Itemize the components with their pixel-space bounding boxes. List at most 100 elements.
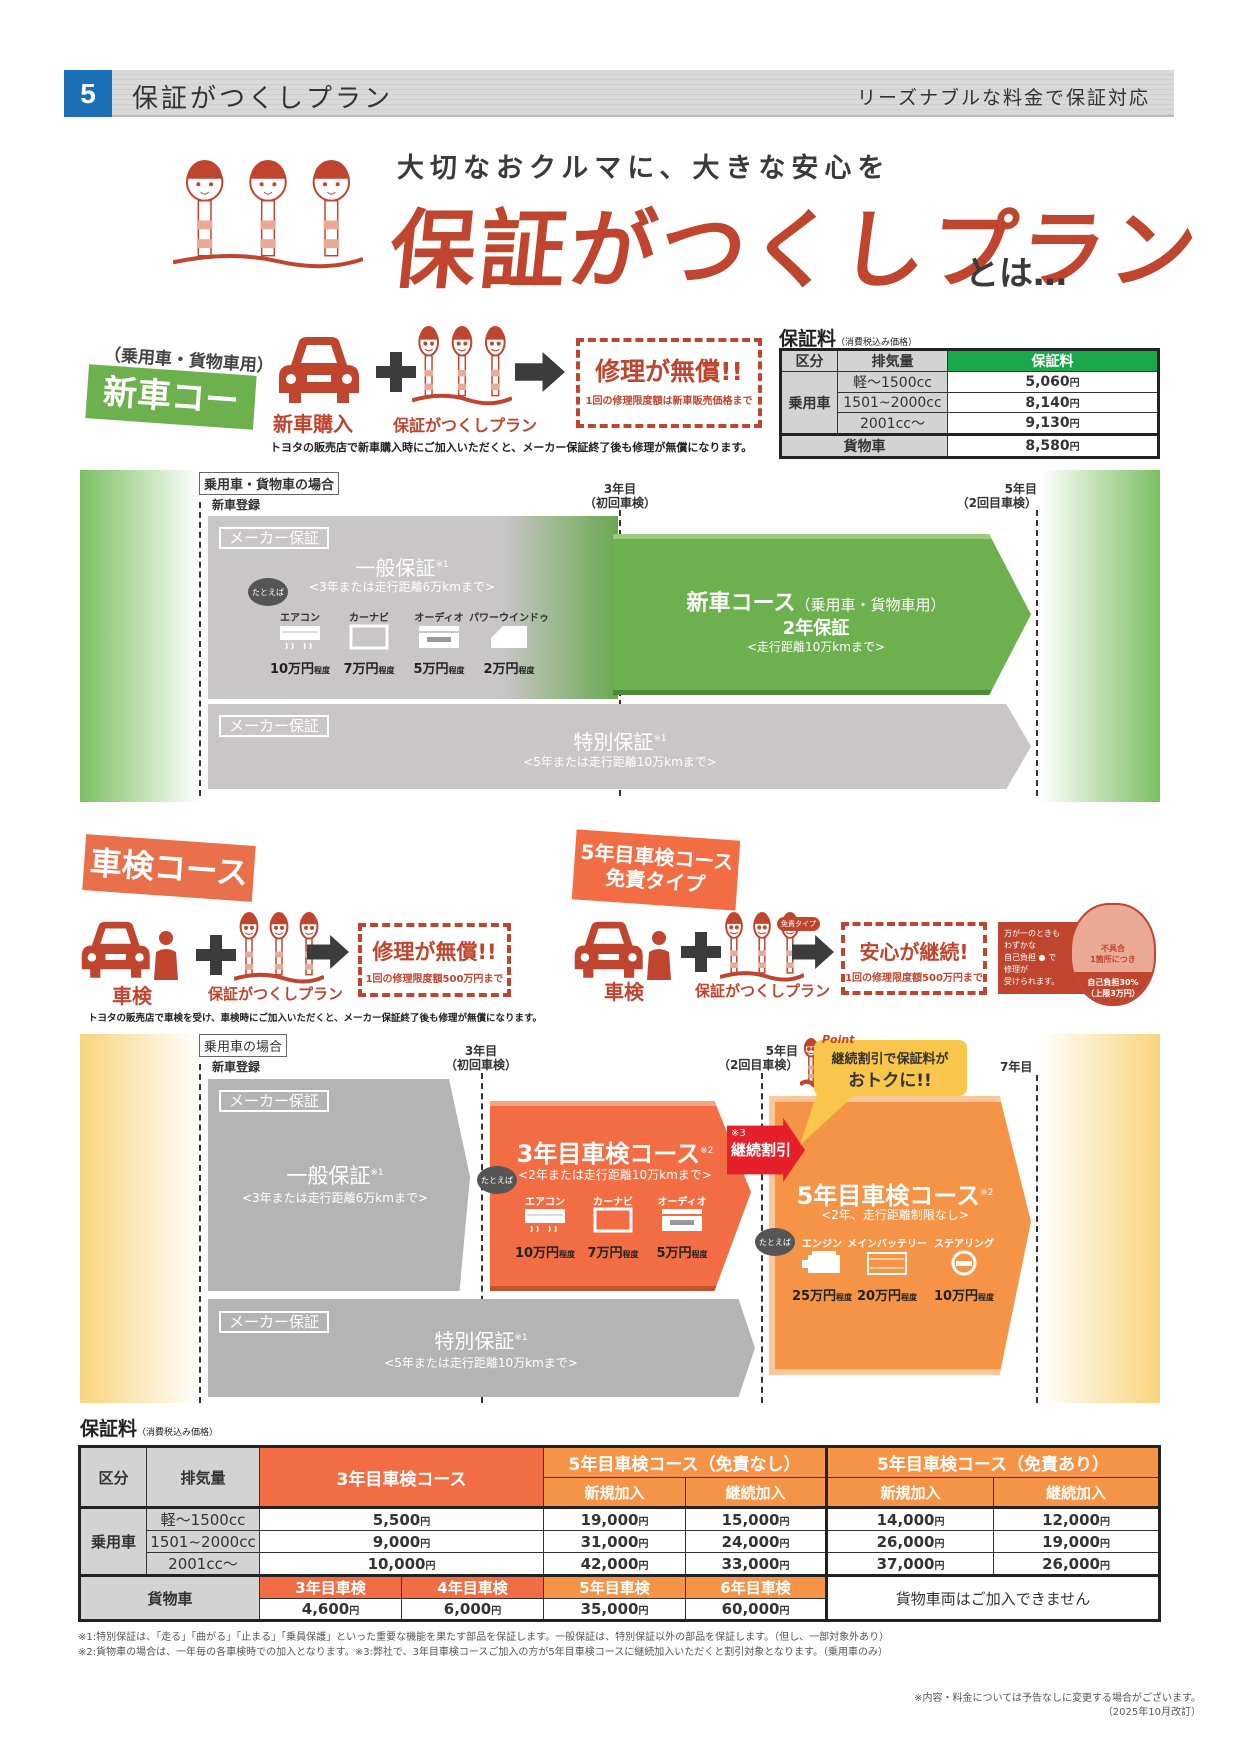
item-name: エンジン [802, 1239, 842, 1250]
course3-bar [490, 1101, 751, 1291]
header-course5-no-deductible: 5年目車検コース（免責なし） [543, 1446, 828, 1478]
timeline-line [481, 1073, 483, 1403]
item-price: 2万円程度 [483, 662, 535, 677]
type-badge: 免責タイプ [777, 917, 820, 931]
price-table-title: 保証料（消費税込み価格） [779, 324, 917, 351]
fee-cell: 35,000円 [543, 1598, 687, 1621]
result-box: 修理が無償!! 1回の修理限度額500万円まで [358, 923, 511, 997]
item-name: オーディオ [657, 1197, 707, 1208]
car-mechanic-icon [80, 920, 180, 982]
fee-cell: 5,500円 [258, 1507, 545, 1531]
tsukushi-characters-icon [172, 160, 364, 270]
result-note: 1回の修理限度額は新車販売価格まで [585, 396, 753, 407]
cc-cell: 2001cc～ [146, 1552, 260, 1576]
timeline-bg-right [1040, 470, 1160, 802]
steering-icon [942, 1250, 986, 1276]
shaken5-course-label: 5年目車検コース免責タイプ [571, 829, 741, 911]
special-warranty-sub: <5年または走行距離10万kmまで> [384, 1356, 578, 1370]
aircon-icon [278, 624, 322, 650]
fee-cell: 10,000円 [258, 1552, 545, 1576]
plan-logo-text: 保証がつくしプラン [393, 416, 538, 435]
footnote-1: ※1:特別保証は、「走る」「曲がる」「止まる」「乗員保護」といった重要な機能を果… [78, 1632, 890, 1643]
cargo-head: 6年目車検 [685, 1575, 828, 1599]
cargo-head: 4年目車検 [400, 1575, 545, 1599]
example-bubble: たとえば [477, 1166, 517, 1194]
header-cc: 排気量 [837, 349, 948, 372]
fee-row: 1501~2000cc 9,000円 31,000円 24,000円 26,00… [80, 1530, 1161, 1553]
item-price: 20万円程度 [856, 1289, 918, 1304]
cargo-row: 貨物車 3年目車検 4年目車検 5年目車検 6年目車検 貨物車両はご加入できませ… [79, 1575, 1161, 1621]
shaken-description: トヨタの販売店で車検を受け、車検時にご加入いただくと、メーカー保証終了後も修理が… [88, 1013, 543, 1024]
result-box: 修理が無償!! 1回の修理限度額は新車販売価格まで [576, 338, 762, 428]
item-name: カーナビ [349, 613, 389, 624]
fee-cell: 31,000円 [543, 1530, 687, 1553]
car-icon [277, 335, 361, 405]
item-price: 7万円程度 [343, 662, 395, 677]
special-warranty-bar [208, 1299, 755, 1397]
item-name: カーナビ [593, 1197, 633, 1208]
item-name: ステアリング [934, 1239, 994, 1250]
fee-cell: 19,000円 [993, 1530, 1161, 1553]
course5-title: 5年目車検コース※2 [796, 1182, 994, 1210]
item-name: オーディオ [414, 613, 464, 624]
audio-icon [417, 624, 461, 650]
item-price: 10万円程度 [269, 662, 331, 677]
item-name: エアコン [280, 613, 320, 624]
passenger-label: 乗用車 [79, 1507, 147, 1576]
general-warranty-title: 一般保証※1 [355, 556, 449, 580]
fee-cell: 4,600円 [259, 1598, 402, 1621]
car-purchase-label: 新車購入 [273, 412, 353, 436]
header-kubun: 区分 [79, 1446, 147, 1508]
general-warranty-sub: <3年または走行距離6万kmまで> [241, 1191, 429, 1205]
cargo-head: 3年目車検 [259, 1575, 402, 1599]
maker-warranty-badge: メーカー保証 [219, 527, 330, 549]
hero-suffix: とは… [965, 254, 1067, 294]
navi-icon [591, 1207, 635, 1233]
case-label: 乗用車・貨物車の場合 [199, 472, 340, 495]
timeline-line [1036, 1075, 1038, 1403]
plus-icon [681, 932, 721, 972]
shaken-course-label: 車検コース [82, 834, 256, 902]
timeline-line [199, 502, 201, 796]
header-course5-deductible: 5年目車検コース（免責あり） [825, 1446, 1161, 1478]
discount-ref: ※3 [731, 1128, 746, 1139]
fee-cell: 60,000円 [685, 1598, 828, 1621]
battery-icon [865, 1250, 909, 1276]
fee-row: 乗用車 軽～1500cc 5,500円 19,000円 15,000円 14,0… [79, 1507, 1161, 1576]
footnote-2: ※2:貨物車の場合は、一年毎の各車検時での加入となります。※3:弊社で、3年目車… [78, 1647, 888, 1658]
timeline-bg-left [80, 1034, 200, 1403]
shinsha-description: トヨタの販売店で新車購入時にご加入いただくと、メーカー保証終了後も修理が無償にな… [270, 441, 753, 454]
hero-title: 保証がつくしプラン [384, 201, 1206, 301]
cc-cell: 軽～1500cc [146, 1507, 260, 1531]
fee-cell: 33,000円 [685, 1552, 828, 1576]
item-name: エアコン [525, 1197, 565, 1208]
timeline-bg-right [1040, 1034, 1160, 1403]
header-kubun: 区分 [780, 349, 838, 372]
fee-cell: 9,130円 [947, 412, 1159, 435]
fee-cell: 5,060円 [947, 371, 1159, 393]
special-warranty-title: 特別保証※1 [573, 730, 667, 754]
example-bubble: たとえば [248, 578, 288, 606]
discount-label: 継続割引 [731, 1141, 792, 1159]
item-price: 5万円程度 [413, 662, 465, 677]
maker-warranty-badge: メーカー保証 [219, 1311, 330, 1333]
cargo-label: 貨物車 [780, 434, 948, 458]
maker-warranty-badge: メーカー保証 [219, 1090, 330, 1112]
fee-cell: 42,000円 [543, 1552, 687, 1576]
fee-cell: 37,000円 [825, 1552, 995, 1576]
plan-logo-text: 保証がつくしプラン [695, 982, 831, 1000]
shinsha-bar-sub: <走行距離10万kmまで> [746, 640, 886, 654]
timeline-bg-left [80, 470, 200, 802]
disclaimer: ※内容・料金については予告なしに変更する場合がございます。 [914, 1693, 1201, 1704]
section-header: 5 保証がつくしプラン リーズナブルな料金で保証対応 [64, 70, 1174, 117]
door-icon [487, 624, 531, 650]
header-continue: 継続加入 [993, 1477, 1161, 1508]
tsukushi-characters-icon [233, 912, 325, 984]
maker-warranty-badge: メーカー保証 [219, 715, 330, 737]
item-price: 10万円程度 [933, 1289, 995, 1304]
plus-icon [196, 935, 236, 975]
tsukushi-characters-icon [411, 326, 513, 406]
plus-icon [376, 352, 416, 392]
